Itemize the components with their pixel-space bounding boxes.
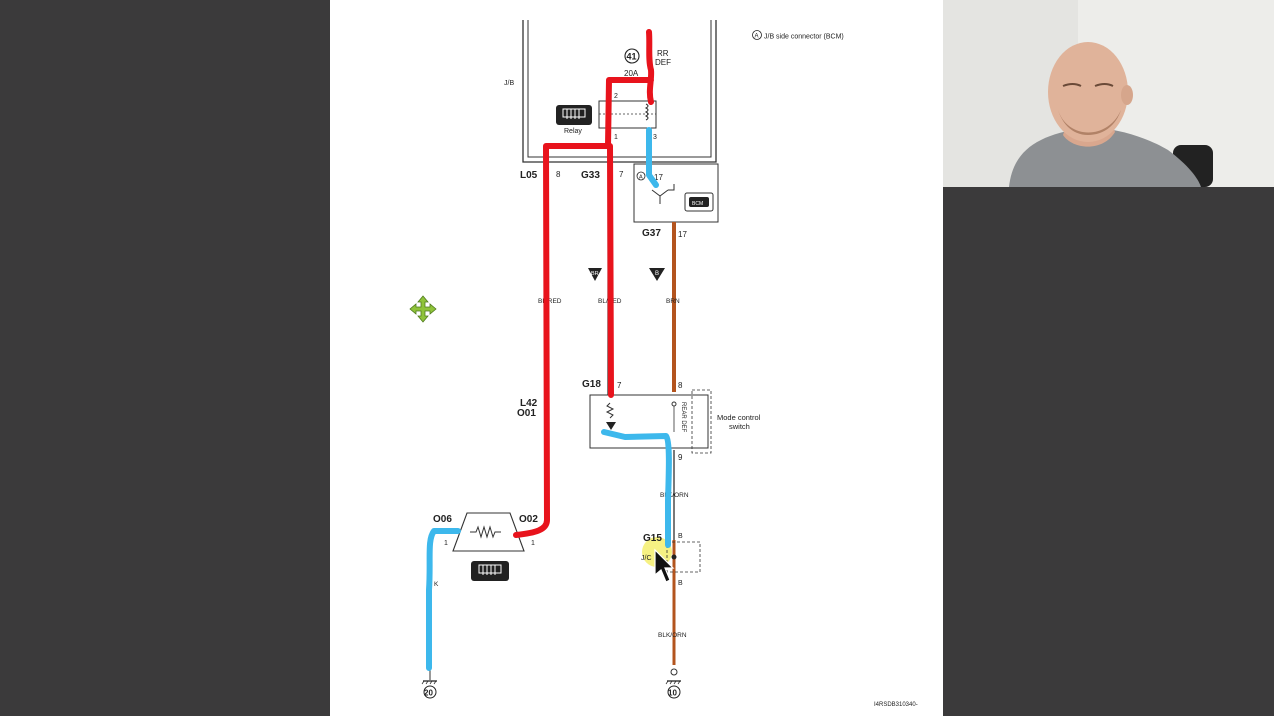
connector-g37: G37 — [642, 228, 661, 239]
bcm-pin-17: 17 — [654, 173, 663, 182]
side-panel — [943, 187, 1274, 716]
connector-l05: L05 — [520, 170, 538, 181]
rear-defroster-element — [452, 512, 525, 552]
legend-marker — [752, 30, 762, 40]
g18-pin-7: 7 — [617, 381, 622, 390]
relay-pin-3: 3 — [653, 134, 657, 141]
switch-label-1: Mode control — [717, 413, 761, 422]
connector-o01: O01 — [517, 408, 536, 419]
jb-box — [522, 20, 717, 163]
relay-pin-2: 2 — [614, 93, 618, 100]
wiring-diagram: J/B A J/B side connector (BCM) 41 20A RR… — [409, 20, 918, 708]
fuse-rating: 20A — [624, 69, 639, 78]
g18-pin-9: 9 — [678, 453, 683, 462]
marker-br — [588, 268, 602, 281]
ground-20-label: 20 — [424, 689, 433, 698]
connector-g18: G18 — [582, 379, 601, 390]
figure-code: I4RSDB310340- — [874, 702, 918, 708]
ground-10 — [665, 668, 681, 699]
highlight-blue-relay — [646, 127, 659, 188]
g37-pin: 17 — [678, 230, 687, 239]
legend-text: J/B side connector (BCM) — [764, 34, 844, 41]
wire-label-blk-orn-1: BLK/ORN — [660, 492, 689, 499]
bcm-connector-letter: A — [639, 175, 643, 181]
document-page: J/B A J/B side connector (BCM) 41 20A RR… — [330, 0, 943, 716]
svg-text:BR: BR — [591, 271, 599, 277]
webcam-image — [943, 0, 1274, 187]
move-cursor-icon[interactable] — [409, 295, 437, 323]
switch-label-2: switch — [729, 422, 750, 431]
g15-pin-b-top: B — [678, 533, 683, 540]
connector-g15: G15 — [643, 533, 662, 544]
rear-defroster-icon — [556, 105, 592, 125]
highlight-blue-ground — [426, 528, 461, 671]
g15-pin-b-bottom: B — [678, 580, 683, 587]
relay-coil — [644, 103, 649, 121]
rear-defroster-icon — [471, 561, 509, 581]
fuse-number: 41 — [627, 52, 637, 62]
connector-l42: L42 — [520, 398, 538, 409]
jc-box — [666, 541, 701, 573]
jb-box-inner — [527, 20, 712, 158]
bcm-transistor — [651, 184, 675, 204]
wire-label-k: K — [434, 581, 439, 588]
relay-box — [598, 100, 657, 129]
wire-label-bl-red-1: BL/RED — [538, 298, 562, 305]
mode-control-switch-box — [589, 394, 709, 449]
fuse-name-1: RR — [657, 49, 669, 58]
legend-letter: A — [755, 34, 759, 40]
webcam-feed — [943, 0, 1274, 187]
fuse-name-2: DEF — [655, 58, 671, 67]
bcm-chip — [689, 197, 709, 207]
jb-label: J/B — [504, 80, 514, 87]
connector-o02: O02 — [519, 514, 538, 525]
bcm-label: BCM — [692, 201, 703, 207]
wire-label-brn: BRN — [666, 298, 680, 305]
wire-label-blk-orn-2: BLK/ORN — [658, 632, 687, 639]
relay-pin-1: 1 — [614, 134, 618, 141]
fuse-number-circle — [624, 48, 640, 64]
ground-10-label: 10 — [668, 689, 677, 698]
relay-label: Relay — [564, 128, 582, 135]
marker-b — [649, 268, 665, 281]
l05-pin: 8 — [556, 170, 561, 179]
o02-pin: 1 — [531, 540, 535, 547]
highlight-red-path — [513, 29, 655, 538]
pointer-icon — [654, 548, 675, 583]
connector-g33: G33 — [581, 170, 600, 181]
jc-label: J/C — [641, 555, 652, 562]
connector-o06: O06 — [433, 514, 452, 525]
highlight-blue-switch — [601, 429, 672, 548]
ground-20 — [421, 670, 437, 699]
g18-pin-8: 8 — [678, 381, 683, 390]
o06-pin: 1 — [444, 540, 448, 547]
switch-inner-label: REAR DEF — [680, 402, 686, 433]
g33-pin: 7 — [619, 170, 624, 179]
svg-text:B: B — [655, 271, 659, 277]
